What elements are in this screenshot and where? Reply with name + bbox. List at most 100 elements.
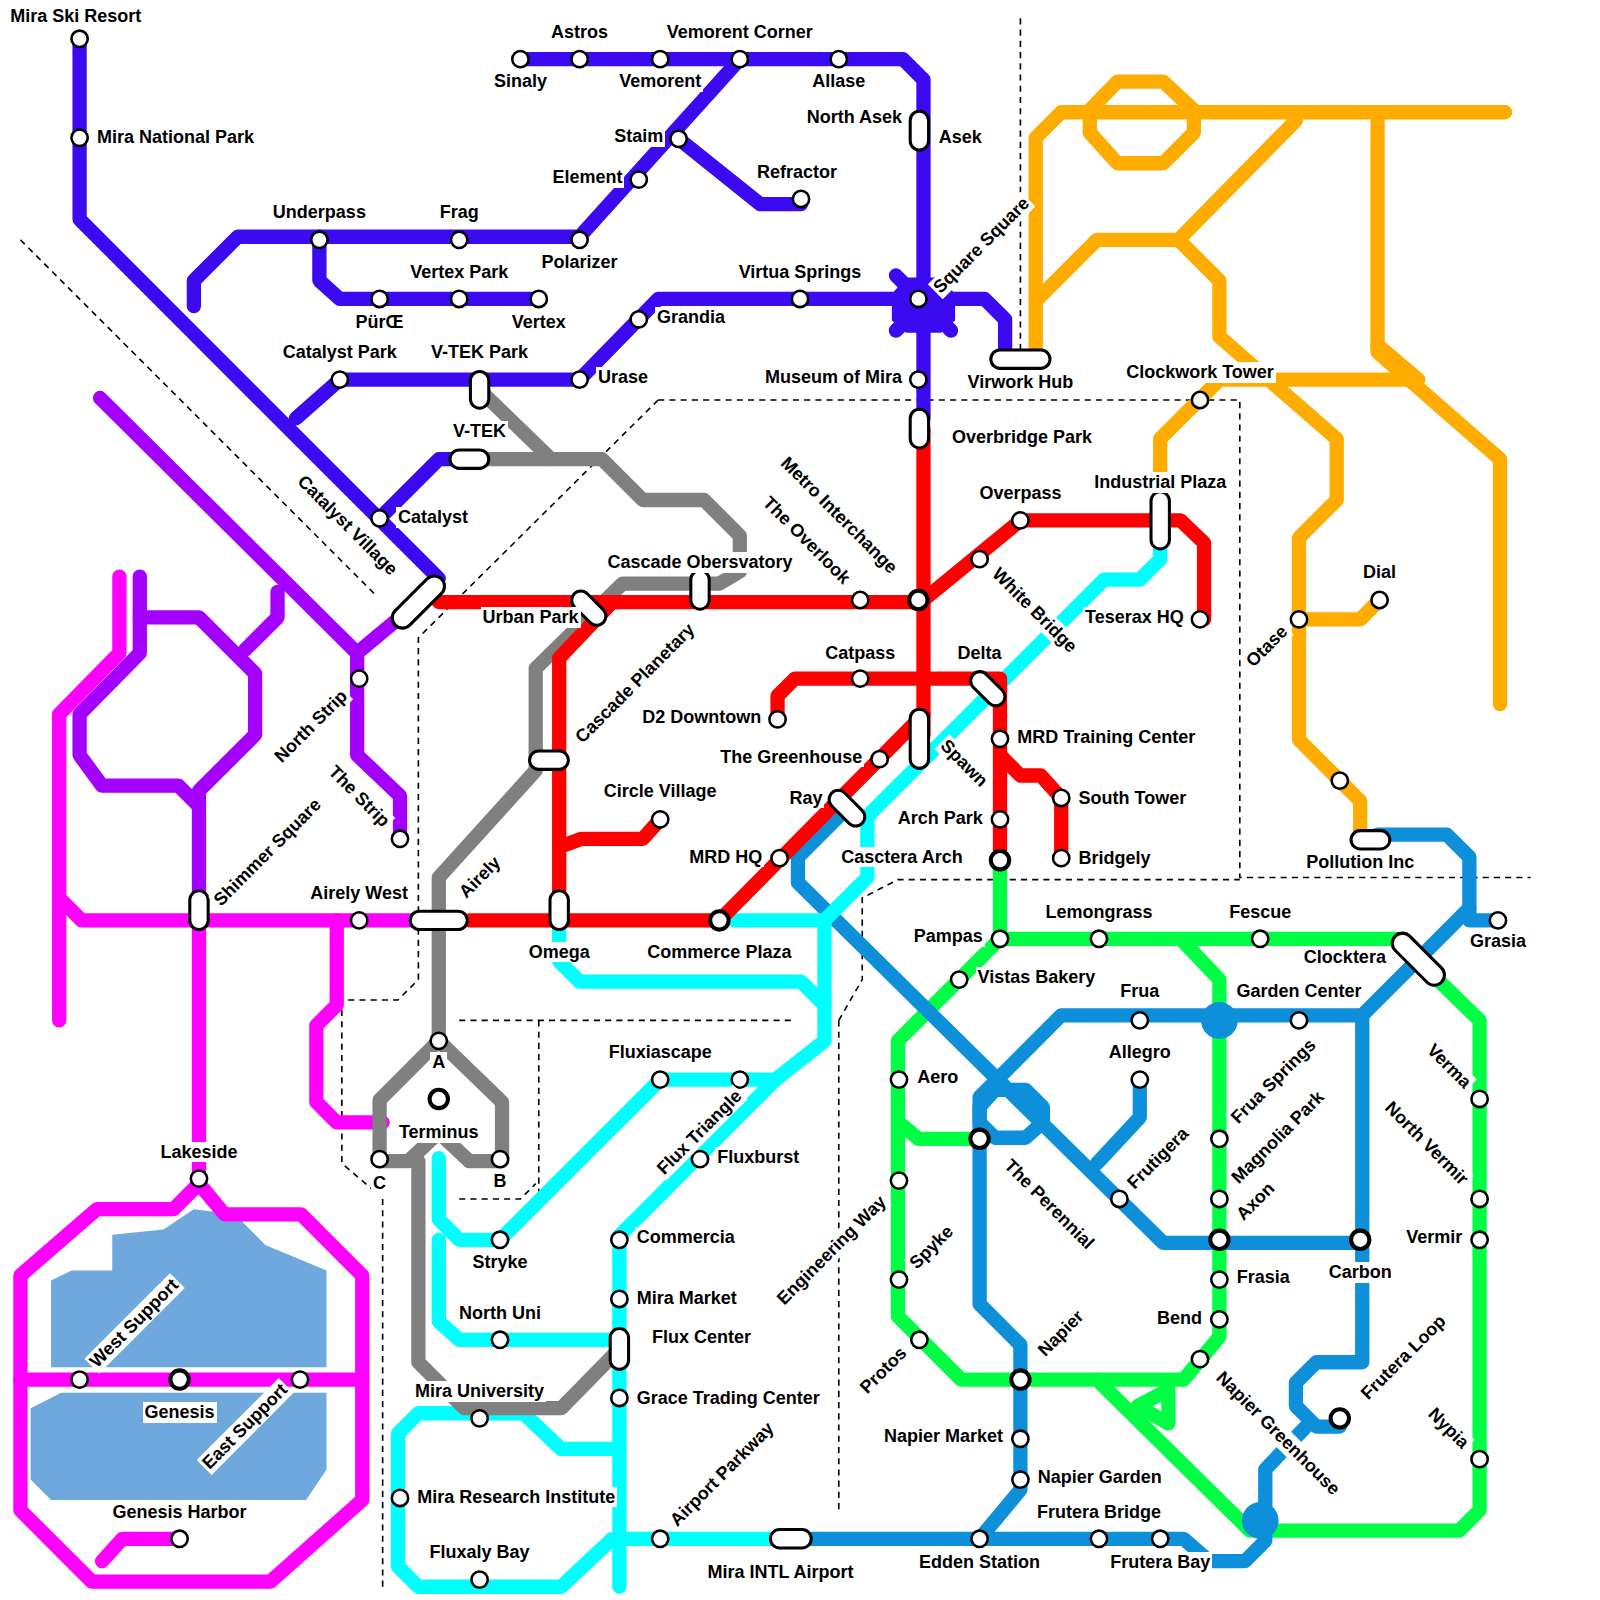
station-dot — [351, 912, 367, 928]
station-label: Fluxaly Bay — [428, 1542, 532, 1563]
station-label: Garden Center — [1234, 981, 1363, 1002]
station-label: Underpass — [271, 202, 368, 223]
dashed-border — [382, 1199, 384, 1592]
station-label: Frag — [438, 202, 481, 223]
station-dot — [1471, 1191, 1487, 1207]
station-label: Industrial Plaza — [1092, 472, 1228, 493]
station-dot — [171, 1531, 187, 1547]
station-label: Airely — [453, 851, 506, 904]
interchange-capsule — [550, 891, 568, 930]
station-dot — [1291, 1012, 1307, 1028]
station-label: Napier Market — [882, 1426, 1005, 1447]
line — [1296, 1015, 1362, 1426]
station-label: Otase — [1241, 619, 1294, 672]
junction-blob — [1201, 1002, 1238, 1039]
station-label: Clockwork Tower — [1124, 362, 1276, 383]
station-label: Omega — [527, 942, 592, 963]
interchange-dot — [909, 591, 927, 609]
station-dot — [771, 850, 787, 866]
station-dot — [1332, 772, 1348, 788]
station-label: Genesis — [143, 1402, 217, 1423]
station-dot — [1053, 850, 1069, 866]
station-label: West Support — [85, 1273, 185, 1373]
station-label: Virwork Hub — [966, 372, 1076, 393]
station-dot — [431, 1033, 447, 1049]
station-label: Edden Station — [917, 1552, 1042, 1573]
station-dot — [371, 510, 387, 526]
station-label: Commercia — [635, 1227, 737, 1248]
station-dot — [492, 1151, 508, 1167]
line — [80, 39, 439, 579]
station-label: Pollution Inc — [1304, 852, 1416, 873]
station-label: Grace Trading Center — [635, 1388, 822, 1409]
line — [319, 237, 538, 299]
station-label: Mira University — [413, 1381, 546, 1402]
line — [1378, 120, 1500, 704]
line — [520, 59, 923, 418]
station-dot — [1012, 512, 1028, 528]
station-dot — [392, 1490, 408, 1506]
station-dot — [571, 232, 587, 248]
station-label: Grasia — [1468, 931, 1528, 952]
station-dot — [631, 171, 647, 187]
station-label: Polarizer — [540, 252, 620, 273]
magenta-line — [20, 577, 438, 1582]
station-dot — [692, 1151, 708, 1167]
station-label: Refractor — [755, 162, 839, 183]
station-dot — [1371, 592, 1387, 608]
station-label: Aero — [915, 1067, 960, 1088]
station-label: C — [371, 1173, 388, 1194]
line — [1000, 755, 1061, 858]
station-label: V-TEK Park — [429, 342, 530, 363]
station-label: Carbon — [1327, 1262, 1394, 1283]
station-label: Lemongrass — [1043, 902, 1154, 923]
line — [316, 920, 382, 1122]
station-dot — [769, 711, 785, 727]
station-dot — [571, 371, 587, 387]
station-label: Verma — [1421, 1038, 1477, 1094]
interchange-dot — [1210, 1231, 1228, 1249]
station-label: Pampas — [912, 926, 985, 947]
gray-line — [380, 390, 740, 1408]
station-dot — [1252, 931, 1268, 947]
station-label: Overbridge Park — [950, 427, 1094, 448]
station-label: Airely West — [308, 883, 410, 904]
station-label: North Vermir — [1379, 1096, 1474, 1191]
station-label: Catalyst — [396, 507, 470, 528]
orange-line — [1036, 82, 1505, 835]
interchange-capsule — [910, 111, 928, 150]
station-dot — [1211, 1191, 1227, 1207]
station-label: Arch Park — [896, 808, 985, 829]
station-label: Spyke — [904, 1219, 959, 1274]
interchange-capsule — [967, 668, 1009, 710]
interchange-capsule — [825, 787, 868, 830]
station-dot — [1152, 1531, 1168, 1547]
station-label: Cascade Obersvatory — [605, 552, 794, 573]
interchange-capsule — [470, 371, 488, 408]
interchange-capsule — [1388, 929, 1449, 990]
station-dot — [1211, 1131, 1227, 1147]
line — [1036, 120, 1296, 301]
station-label: Spawn — [935, 734, 993, 792]
station-dot — [611, 1232, 627, 1248]
station-dot — [1211, 1311, 1227, 1327]
station-dot — [911, 1332, 927, 1348]
station-dot — [1471, 1451, 1487, 1467]
line — [1000, 860, 1480, 1530]
station-label: Fluxburst — [715, 1147, 801, 1168]
station-label: Napier Greenhouse — [1210, 1366, 1345, 1501]
line — [980, 1090, 1043, 1138]
line — [980, 908, 1470, 1539]
interchange-capsule — [1351, 831, 1390, 849]
station-dot — [471, 1410, 487, 1426]
station-label: Staim — [612, 126, 665, 147]
station-dot — [1192, 1351, 1208, 1367]
station-dot — [1132, 1012, 1148, 1028]
interchange-dot — [1351, 1231, 1369, 1249]
station-label: Bend — [1155, 1308, 1204, 1329]
station-dot — [793, 191, 809, 207]
station-dot — [891, 1172, 907, 1188]
station-label: Stryke — [470, 1252, 529, 1273]
interchange-capsule — [770, 1530, 811, 1548]
station-dot — [392, 831, 408, 847]
